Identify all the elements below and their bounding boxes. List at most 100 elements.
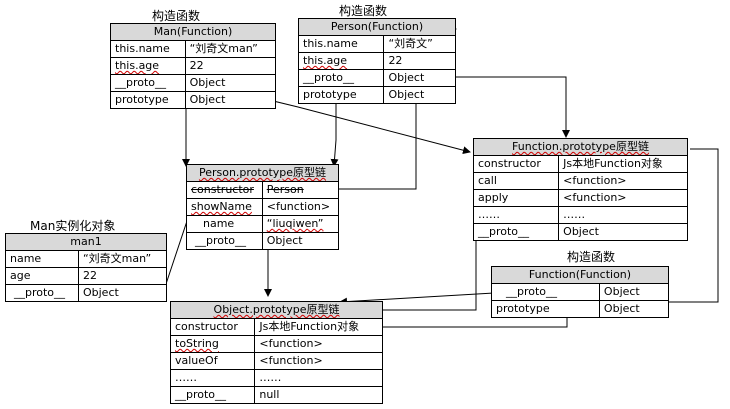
cell-value: “刘奇文man”	[184, 40, 277, 58]
function-ctor-table: Function(Function) __proto__Object proto…	[491, 266, 670, 318]
cell-value: <function>	[558, 172, 688, 190]
cell-key: prototype	[491, 300, 600, 318]
cell-value: Object	[77, 284, 168, 302]
cell-value: Js本地Function对象	[254, 318, 383, 336]
cell-value: “刘奇文man”	[77, 250, 168, 268]
table-row: valueOf<function>	[169, 352, 383, 370]
cell-key: constructor	[472, 155, 560, 173]
cell-key: ……	[169, 369, 256, 387]
person-ctor-caption: 构造函数	[339, 4, 388, 18]
cell-key: __proto__	[297, 69, 385, 87]
man-function-title: Man(Function)	[110, 23, 276, 41]
cell-key: __proto__	[110, 74, 186, 92]
person-function-title: Person(Function)	[298, 18, 456, 36]
cell-value: “liuqiwen”	[261, 215, 340, 233]
cell-value: Object	[184, 91, 277, 109]
cell-key: __proto__	[491, 283, 600, 301]
table-row: __proto__Object	[297, 69, 456, 87]
table-row: …………	[169, 369, 383, 387]
cell-key: __proto__	[5, 284, 79, 302]
cell-value: Person	[261, 181, 340, 199]
cell-value: Object	[383, 86, 456, 104]
object-prototype-title-text: Object.prototype原型链	[213, 303, 340, 316]
function-prototype-title: Function.prototype原型链	[473, 138, 688, 156]
person-prototype-title: Person.prototype原型链	[186, 164, 339, 182]
cell-value: ……	[558, 206, 688, 224]
cell-value: <function>	[254, 352, 383, 370]
cell-value: <function>	[261, 198, 340, 216]
cell-value: Object	[184, 74, 277, 92]
person-prototype-title-text: Person.prototype原型链	[198, 166, 327, 179]
table-row: __proto__Object	[110, 74, 277, 92]
cell-key: __proto__	[186, 232, 263, 250]
function-ctor-title: Function(Function)	[491, 266, 669, 284]
arrow-funcproto-ctor	[654, 148, 719, 306]
cell-key: age	[5, 267, 79, 285]
arrow-person-prototype	[330, 103, 339, 167]
cell-key: ……	[472, 206, 560, 224]
cell-value: 22	[77, 267, 168, 285]
table-row: __proto__Object	[5, 284, 168, 302]
table-row: call<function>	[472, 172, 688, 190]
cell-value: Object	[598, 300, 670, 318]
man-ctor-caption: 构造函数	[152, 9, 201, 23]
cell-value: 22	[383, 52, 456, 70]
cell-value: “刘奇文”	[383, 35, 456, 53]
arrow-funcproto-proto	[343, 229, 477, 314]
cell-value: Js本地Function对象	[558, 155, 688, 173]
cell-key: constructor	[169, 318, 256, 336]
table-row: __proto__Object	[491, 283, 670, 301]
arrow-functionctor-proto	[339, 291, 513, 306]
man-instance-caption: Man实例化对象	[30, 219, 116, 233]
cell-key: valueOf	[169, 352, 256, 370]
cell-key: this.name	[110, 40, 186, 58]
object-prototype-title: Object.prototype原型链	[170, 301, 383, 319]
cell-key: __proto__	[472, 223, 560, 241]
cell-value: <function>	[254, 335, 383, 353]
function-prototype-title-text: Function.prototype原型链	[512, 140, 649, 153]
cell-key: this.name	[297, 35, 385, 53]
cell-key: this.age	[297, 52, 385, 70]
cell-key: this.age	[110, 57, 186, 75]
cell-key: prototype	[297, 86, 385, 104]
cell-key: prototype	[110, 91, 186, 109]
cell-key: showName	[186, 198, 263, 216]
table-row: __proto__Object	[186, 232, 340, 250]
cell-value: ……	[254, 369, 383, 387]
table-row: this.name“刘奇文man”	[110, 40, 277, 58]
cell-value: Object	[598, 283, 670, 301]
table-row: __proto__Object	[472, 223, 688, 241]
person-function-table: Person(Function) this.name“刘奇文” this.age…	[297, 18, 456, 104]
cell-value: Object	[261, 232, 340, 250]
table-row: showName<function>	[186, 198, 340, 216]
table-row: apply<function>	[472, 189, 688, 207]
cell-key: __proto__	[169, 386, 256, 404]
cell-value: 22	[184, 57, 277, 75]
cell-key: constructor	[186, 181, 263, 199]
function-ctor-caption: 构造函数	[567, 250, 616, 264]
cell-key: toString	[169, 335, 256, 353]
man1-title: man1	[5, 233, 167, 251]
cell-key: name	[186, 215, 263, 233]
table-row: name“刘奇文man”	[5, 250, 168, 268]
man-function-table: Man(Function) this.name“刘奇文man” this.age…	[110, 23, 277, 109]
table-row: …………	[472, 206, 688, 224]
cell-value: <function>	[558, 189, 688, 207]
cell-value: null	[254, 386, 383, 404]
cell-key: apply	[472, 189, 560, 207]
cell-key: call	[472, 172, 560, 190]
cell-value: Object	[558, 223, 688, 241]
